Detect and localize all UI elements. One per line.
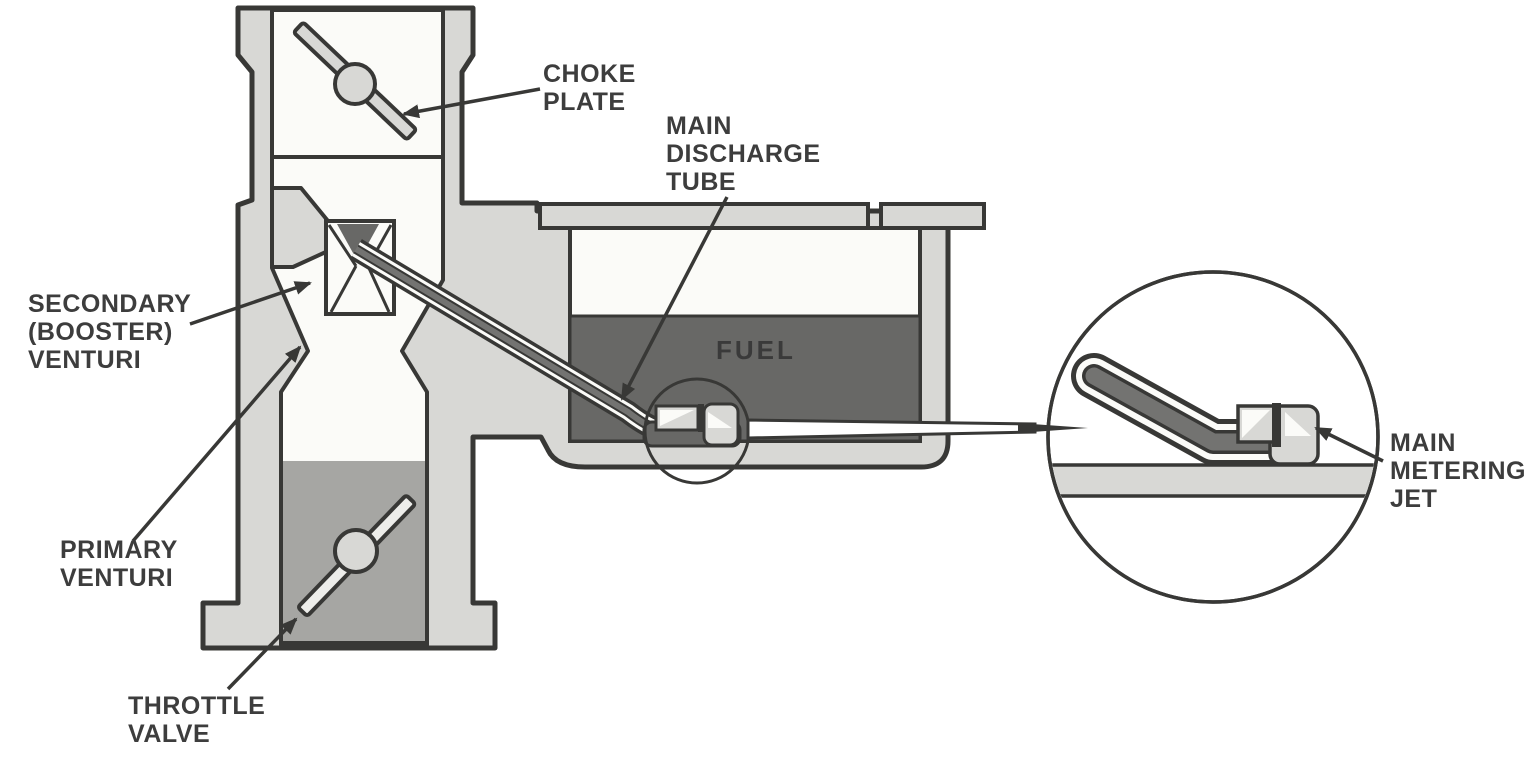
label-line: VENTURI xyxy=(28,346,142,374)
label-primary-venturi: PRIMARY VENTURI xyxy=(60,536,178,592)
label-choke-plate: CHOKE PLATE xyxy=(543,60,636,116)
label-line: MAIN xyxy=(1390,429,1456,457)
choke-plate-shape xyxy=(292,21,418,141)
label-line: (BOOSTER) xyxy=(28,318,173,346)
arrow-secondary-venturi xyxy=(189,281,312,326)
label-throttle-valve: THROTTLE VALVE xyxy=(128,692,265,748)
label-line: DISCHARGE xyxy=(666,140,821,168)
label-line: PRIMARY xyxy=(60,536,178,564)
bowl-lid-right xyxy=(879,202,986,230)
label-line: THROTTLE xyxy=(128,692,266,720)
label-line: SECONDARY xyxy=(28,290,192,318)
magnifier-circle-stroke xyxy=(1046,270,1380,604)
magnifier-pointer xyxy=(746,418,1088,440)
main-metering-jet-shape xyxy=(1236,403,1320,466)
throttle-valve-shape xyxy=(297,494,417,618)
label-line: TUBE xyxy=(666,168,737,196)
arrow-primary-venturi xyxy=(131,345,302,543)
label-main-metering-jet: MAIN METERING JET xyxy=(1390,429,1526,513)
arrow-choke-plate xyxy=(402,87,541,119)
label-line: PLATE xyxy=(543,88,626,116)
label-line: CHOKE xyxy=(543,60,636,88)
label-line: FUEL xyxy=(716,335,796,365)
magnifier-contents xyxy=(1050,353,1376,498)
label-secondary-booster-venturi: SECONDARY (BOOSTER) VENTURI xyxy=(28,290,191,374)
arrow-main-discharge-tube xyxy=(620,196,729,401)
callout-arrows xyxy=(131,87,1384,691)
main-jet-well xyxy=(642,402,742,448)
label-line: MAIN xyxy=(666,112,732,140)
label-fuel: FUEL xyxy=(716,336,796,364)
arrow-main-metering-jet xyxy=(1314,426,1384,463)
label-line: VENTURI xyxy=(60,564,174,592)
label-line: JET xyxy=(1390,485,1438,513)
label-main-discharge-tube: MAIN DISCHARGE TUBE xyxy=(666,112,821,196)
label-line: METERING xyxy=(1390,457,1526,485)
bowl-lid-left xyxy=(538,202,870,230)
label-line: VALVE xyxy=(128,720,211,748)
arrow-throttle-valve xyxy=(226,617,298,691)
